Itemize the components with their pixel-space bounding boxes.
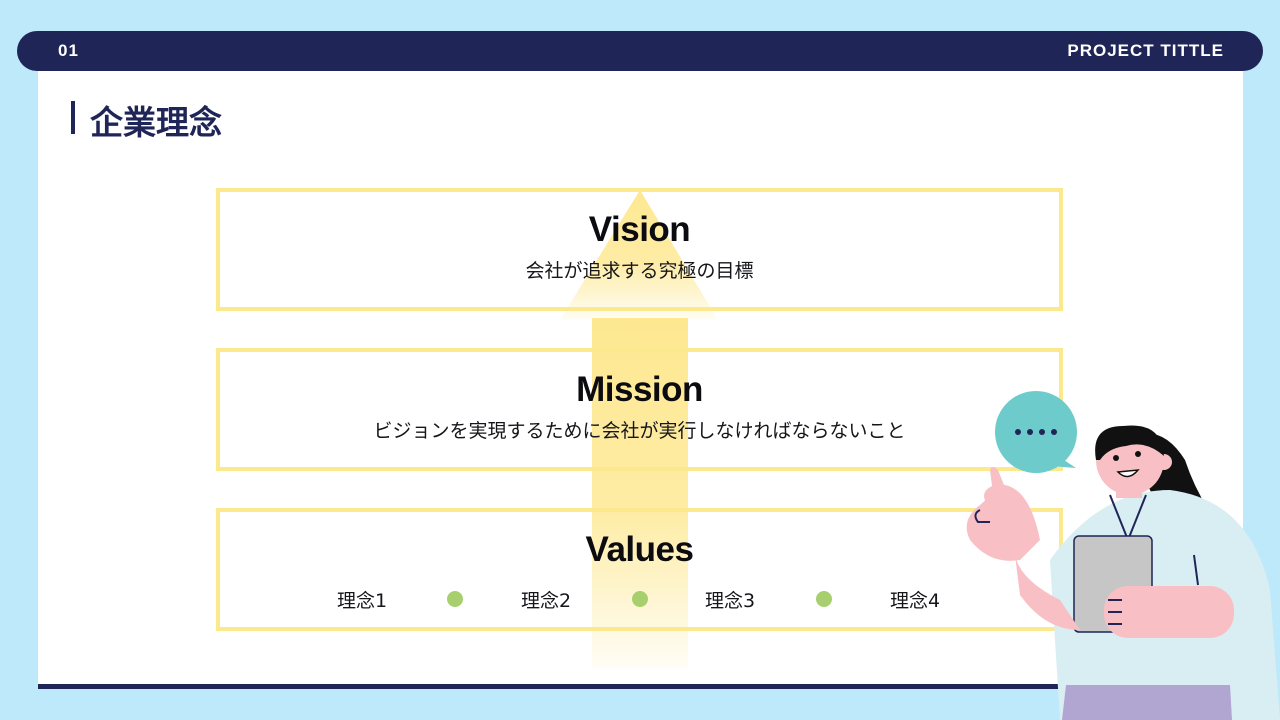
value-item-3: 理念3: [705, 590, 756, 612]
value-item-4: 理念4: [890, 590, 941, 612]
vision-box: Vision 会社が追求する究極の目標: [216, 188, 1063, 311]
values-list: 理念1 理念2 理念3 理念4: [333, 586, 953, 612]
value-item-2: 理念2: [521, 590, 572, 612]
person-illustration: [966, 391, 1280, 720]
header-bar: [17, 31, 1263, 71]
mission-description: ビジョンを実現するために会社が実行しなければならないこと: [373, 420, 906, 442]
up-arrow: [560, 190, 718, 668]
heading-accent-bar: [71, 101, 75, 134]
slide-number: 01: [58, 41, 79, 60]
vision-title: Vision: [588, 210, 691, 249]
page-title: 企業理念: [90, 103, 222, 142]
vision-description: 会社が追求する究極の目標: [525, 260, 754, 282]
speech-bubble-icon: [995, 391, 1077, 473]
mission-title: Mission: [576, 370, 703, 409]
project-title: PROJECT TITTLE: [1067, 41, 1224, 60]
value-separator-dot: [447, 591, 463, 607]
values-box: Values: [216, 508, 1063, 631]
value-separator-dot: [816, 591, 832, 607]
value-separator-dot: [632, 591, 648, 607]
values-title: Values: [585, 530, 694, 569]
mission-box: Mission ビジョンを実現するために会社が実行しなければならないこと: [216, 348, 1063, 471]
bottom-rule: [38, 684, 1243, 689]
value-item-1: 理念1: [337, 590, 388, 612]
